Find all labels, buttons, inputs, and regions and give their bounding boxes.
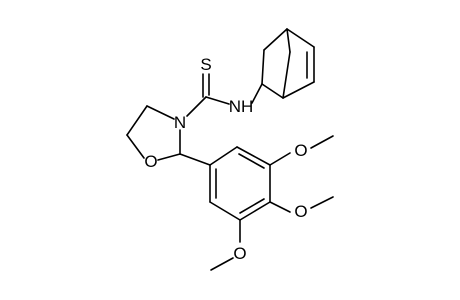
bond-nb-c3-c4: [263, 28, 288, 51]
bond-ar-4: [239, 201, 271, 221]
atom-labels: S NH N O O O O: [144, 55, 307, 263]
atom-ring-nitrogen: N: [174, 113, 186, 132]
atom-ring-oxygen: O: [144, 152, 157, 171]
bonds: [126, 28, 334, 271]
atom-nh: NH: [229, 97, 254, 116]
atom-methoxy-oxygen-top: O: [294, 141, 307, 160]
bond-ar-2: [236, 146, 271, 166]
bond-nb-c1-c2: [261, 83, 284, 99]
bond-n-c4: [146, 105, 175, 120]
bond-nh-nb: [251, 83, 263, 104]
bond-c4-c5: [126, 105, 148, 136]
bond-ome-top-c: [310, 135, 334, 149]
bond-nb-c7-c4: [286, 28, 291, 53]
bond-c2-aryl: [179, 153, 211, 166]
atom-methoxy-oxygen-middle: O: [294, 202, 307, 221]
bond-nb-c4-c5: [286, 28, 315, 48]
bond-nb-c1-c7: [282, 51, 291, 99]
atom-sulfur: S: [200, 55, 211, 74]
bond-c-nh: [205, 96, 230, 105]
bond-ar-4-inner: [239, 198, 265, 214]
bond-c5-o: [126, 134, 145, 159]
bond-nb-c2-c3: [261, 49, 265, 85]
bond-nb-c6-c1: [282, 81, 315, 99]
bond-o-c2: [157, 153, 181, 161]
bond-ome-top-o: [269, 152, 291, 166]
bond-ome-bot-c: [210, 257, 234, 271]
atom-methoxy-oxygen-bottom: O: [233, 244, 246, 263]
bond-ome-mid-o: [269, 201, 291, 213]
bond-ome-mid-c: [310, 196, 334, 209]
bond-ar-1: [209, 146, 238, 166]
bond-ar-2-inner: [238, 153, 265, 169]
bond-ar-5: [209, 201, 241, 221]
bond-c-n: [186, 96, 207, 117]
